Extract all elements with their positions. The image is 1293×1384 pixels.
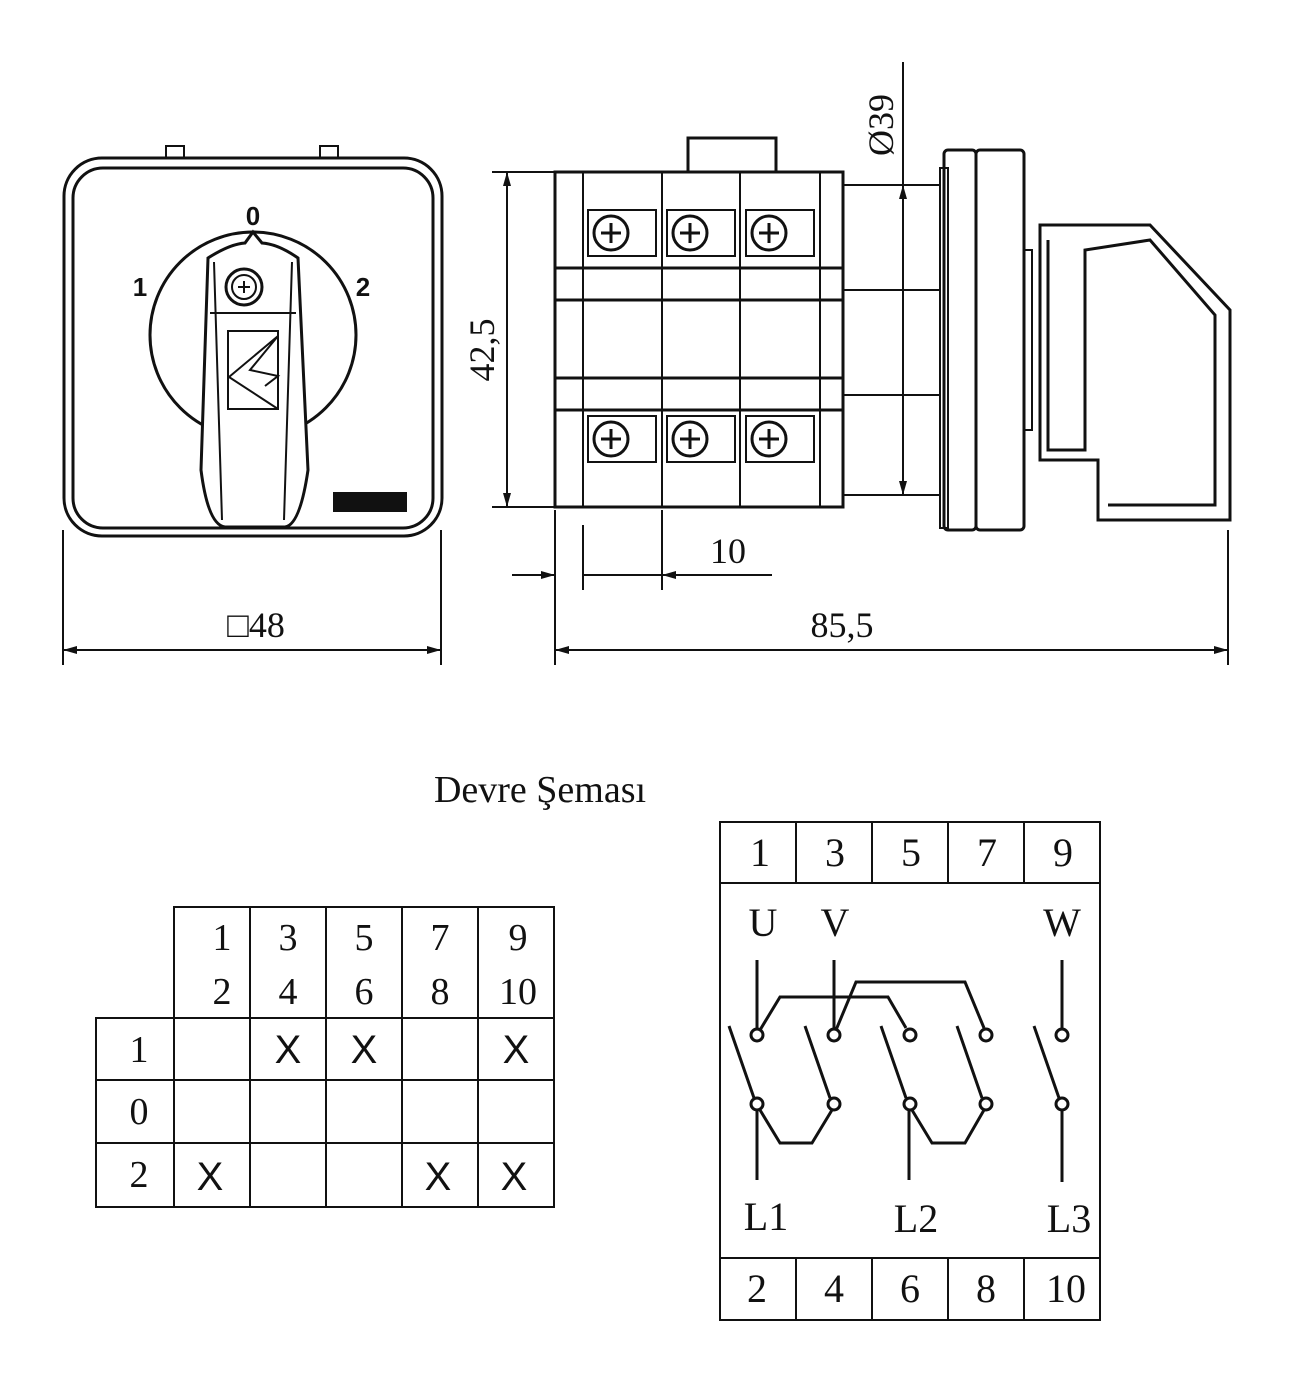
side-view: 42,5 Ø39 10 85,5 [462,62,1232,665]
wiring-diagram: 1 3 5 7 9 2 4 6 8 10 U V W L1 L2 L3 [719,821,1101,1321]
table-header-top: 5 [355,917,374,959]
input-label: L3 [1047,1196,1091,1241]
table-header-bottom: 8 [431,971,450,1013]
terminal-bottom: 8 [976,1266,996,1311]
table-cell: X [275,1028,302,1072]
front-view: 1 0 2 □48 [62,145,444,665]
table-cell: X [425,1155,452,1199]
row-label: 2 [130,1154,149,1196]
handle-profile[interactable] [1038,223,1232,522]
table-cell: X [501,1155,528,1199]
terminal-bottom: 2 [747,1266,767,1311]
brand-logo [227,330,281,410]
rotary-handle[interactable] [199,229,310,529]
terminal-top: 7 [977,830,997,875]
output-label: U [749,900,778,945]
screw-icon [224,267,264,307]
table-header-bottom: 6 [355,971,374,1013]
diameter-dimension: Ø39 [861,94,901,156]
table-cell: X [503,1028,530,1072]
position-label-0: 0 [246,201,260,231]
height-dimension: 42,5 [462,319,502,382]
table-header-top: 7 [431,917,450,959]
table-header-bottom: 2 [213,971,232,1013]
contact-points [749,1027,1070,1112]
table-header-bottom: 10 [499,971,537,1013]
label-plate [333,492,407,512]
output-label: W [1043,900,1081,945]
table-cell: X [351,1028,378,1072]
position-label-1: 1 [133,272,147,302]
schema-title: Devre Şeması [434,769,646,811]
terminal-bottom: 4 [824,1266,844,1311]
width-dimension: □48 [227,605,285,645]
input-label: L2 [894,1196,938,1241]
terminal-top: 5 [901,830,921,875]
row-label: 1 [130,1029,149,1071]
table-header-top: 9 [509,917,528,959]
table-header-top: 1 [213,917,232,959]
position-label-2: 2 [356,272,370,302]
switching-table: 1 3 5 7 9 2 4 6 8 10 1 0 2 X X X X [95,906,555,1208]
input-label: L1 [744,1194,788,1239]
pitch-dimension: 10 [710,531,746,571]
terminal-top: 9 [1053,830,1073,875]
output-label: V [821,900,850,945]
terminal-bottom: 6 [900,1266,920,1311]
row-label: 0 [130,1091,149,1133]
terminal-bottom: 10 [1046,1266,1086,1311]
terminal-top: 1 [750,830,770,875]
length-dimension: 85,5 [811,605,874,645]
terminal-screws [587,209,815,463]
table-cell: X [197,1155,224,1199]
table-header-bottom: 4 [279,971,298,1013]
terminal-top: 3 [825,830,845,875]
table-header-top: 3 [279,917,298,959]
